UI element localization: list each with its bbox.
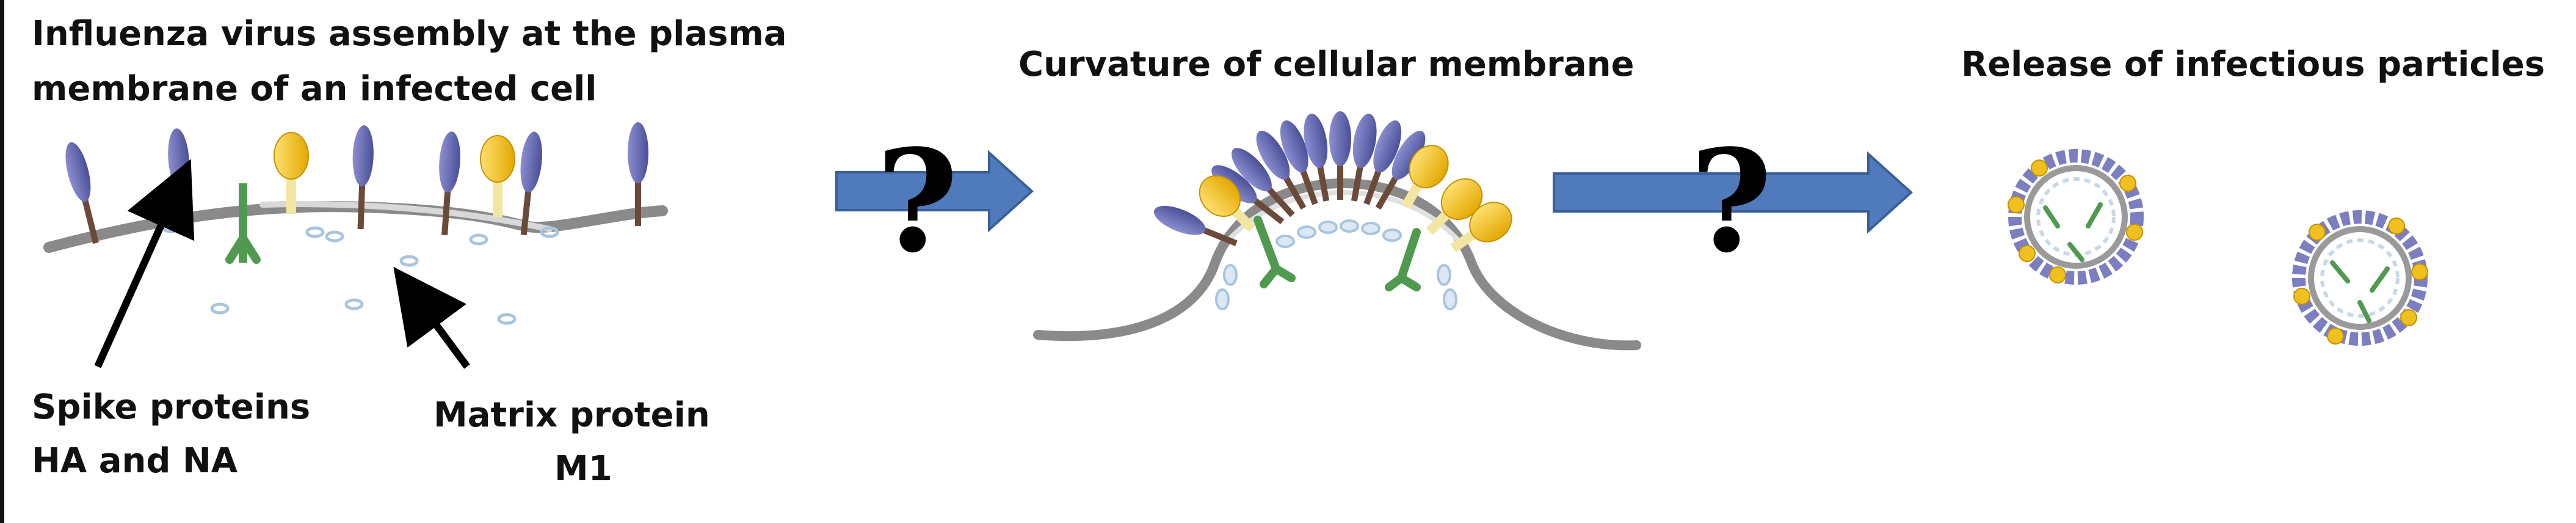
released-virion-1 — [2008, 156, 2142, 283]
bud-membrane — [1038, 183, 1636, 345]
released-virion-2 — [2294, 217, 2428, 344]
unknown-step-2-question-mark: ? — [1690, 119, 1772, 284]
panel1-title-line1: Influenza virus assembly at the plasma — [32, 14, 787, 54]
plasma-membrane — [49, 207, 662, 247]
curved-membrane-bud — [1038, 111, 1636, 345]
unknown-step-1-question-mark: ? — [876, 119, 959, 284]
spike-label-line1: Spike proteins — [32, 387, 310, 427]
left-frame-edge — [0, 0, 4, 523]
matrix-label-line2: M1 — [554, 449, 612, 489]
panel1-title-line2: membrane of an infected cell — [32, 69, 597, 109]
panel3-title: Release of infectious particles — [1961, 45, 2545, 84]
matrix-label-line1: Matrix protein — [434, 395, 710, 435]
panel2-title: Curvature of cellular membrane — [1018, 45, 1634, 84]
m2-channel-panel1 — [230, 183, 256, 263]
matrix-m1-group-panel1 — [163, 223, 557, 323]
spike-label-line2: HA and NA — [32, 441, 238, 481]
process-arrow-2: ? — [1554, 119, 1911, 284]
process-arrow-1: ? — [836, 119, 1032, 284]
matrix-pointer-arrow — [415, 296, 467, 367]
spike-pointer-arrow — [98, 192, 176, 367]
